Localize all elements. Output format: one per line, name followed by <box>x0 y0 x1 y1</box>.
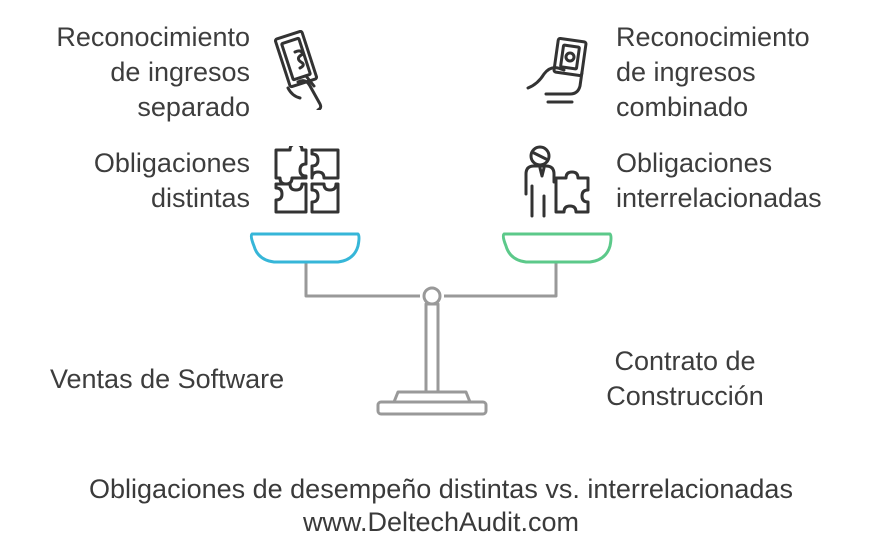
right-revenue-label: Reconocimiento de ingresos combinado <box>616 20 810 125</box>
left-obligations-line-2: distintas <box>150 183 250 213</box>
footer-title: Obligaciones de desempeño distintas vs. … <box>89 474 793 504</box>
scale-beam <box>304 262 558 298</box>
right-case-line-2: Construcción <box>606 381 764 411</box>
person-with-puzzle-icon <box>524 145 590 218</box>
left-case-label: Ventas de Software <box>50 362 284 397</box>
right-case-line-1: Contrato de <box>614 346 756 376</box>
right-obligations-label: Obligaciones interrelacionadas <box>616 146 822 216</box>
puzzle-pieces-icon <box>274 146 340 214</box>
left-case-text: Ventas de Software <box>50 364 285 394</box>
right-obligations-line-1: Obligaciones <box>616 148 773 178</box>
left-revenue-line-2: de ingresos <box>110 57 250 87</box>
hand-with-banknote-icon <box>273 30 323 110</box>
scale-base-bottom <box>376 400 488 416</box>
right-pan <box>501 232 613 264</box>
left-obligations-line-1: Obligaciones <box>93 148 250 178</box>
right-revenue-line-1: Reconocimiento <box>616 22 810 52</box>
left-revenue-line-1: Reconocimiento <box>56 22 250 52</box>
scale-pole <box>424 302 440 394</box>
right-revenue-line-2: de ingresos <box>616 57 756 87</box>
left-pan <box>249 232 361 264</box>
hand-holding-money-icon <box>526 36 588 104</box>
left-revenue-label: Reconocimiento de ingresos separado <box>56 20 250 125</box>
left-obligations-label: Obligaciones distintas <box>94 146 250 216</box>
right-case-label: Contrato de Construcción <box>590 344 780 414</box>
left-revenue-line-3: separado <box>137 92 250 122</box>
footer-website: www.DeltechAudit.com <box>302 507 580 537</box>
scale-pivot <box>422 286 442 306</box>
right-obligations-line-2: interrelacionadas <box>616 183 822 213</box>
right-revenue-line-3: combinado <box>616 92 749 122</box>
